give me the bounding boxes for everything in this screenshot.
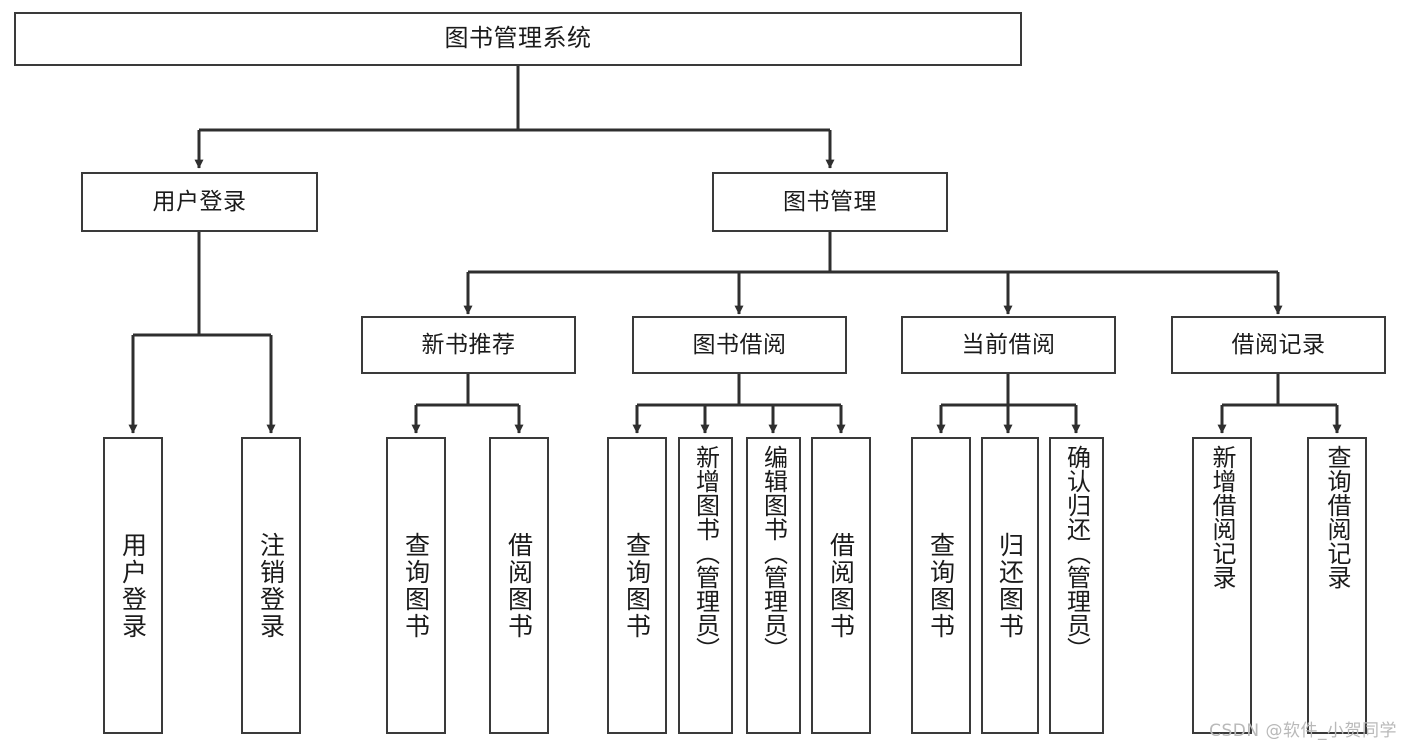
node-leaf-borrow-book-2[interactable]: 借阅图书: [811, 437, 871, 734]
node-borrow-record[interactable]: 借阅记录: [1171, 316, 1386, 374]
node-leaf-query-book-2[interactable]: 查询图书: [607, 437, 667, 734]
node-leaf-add-book[interactable]: 新增图书（管理员）: [678, 437, 733, 734]
node-leaf-query-record[interactable]: 查询借阅记录: [1307, 437, 1367, 734]
node-leaf-borrow-book-1-label: 借阅图书: [504, 531, 534, 640]
node-current-borrow[interactable]: 当前借阅: [901, 316, 1116, 374]
node-leaf-query-record-label: 查询借阅记录: [1323, 445, 1351, 589]
node-leaf-user-logout[interactable]: 注销登录: [241, 437, 301, 734]
node-leaf-confirm-return[interactable]: 确认归还（管理员）: [1049, 437, 1104, 734]
node-current-borrow-label: 当前借阅: [961, 331, 1056, 358]
node-leaf-query-book-3-label: 查询图书: [926, 531, 956, 640]
node-leaf-return-book-label: 归还图书: [995, 531, 1025, 640]
node-leaf-query-book-3[interactable]: 查询图书: [911, 437, 971, 734]
node-leaf-query-book-1[interactable]: 查询图书: [386, 437, 446, 734]
node-leaf-add-record[interactable]: 新增借阅记录: [1192, 437, 1252, 734]
node-borrow-record-label: 借阅记录: [1231, 331, 1326, 358]
node-leaf-query-book-1-label: 查询图书: [401, 531, 431, 640]
node-leaf-query-book-2-label: 查询图书: [622, 531, 652, 640]
node-leaf-borrow-book-1[interactable]: 借阅图书: [489, 437, 549, 734]
node-leaf-add-record-label: 新增借阅记录: [1208, 445, 1236, 589]
node-leaf-add-book-label: 新增图书（管理员）: [691, 445, 720, 661]
node-book-manage-label: 图书管理: [783, 188, 877, 215]
watermark-text: CSDN @软件_小贺同学: [1209, 721, 1397, 741]
node-new-book-recommend-label: 新书推荐: [421, 331, 516, 358]
node-user-login-label: 用户登录: [152, 188, 247, 215]
node-new-book-recommend[interactable]: 新书推荐: [361, 316, 576, 374]
node-book-borrow-label: 图书借阅: [692, 331, 787, 358]
node-root-system-label: 图书管理系统: [444, 24, 592, 53]
node-user-login[interactable]: 用户登录: [81, 172, 318, 232]
node-leaf-edit-book-label: 编辑图书（管理员）: [759, 445, 788, 661]
node-leaf-return-book[interactable]: 归还图书: [981, 437, 1039, 734]
node-leaf-user-login[interactable]: 用户登录: [103, 437, 163, 734]
node-leaf-confirm-return-label: 确认归还（管理员）: [1062, 445, 1091, 661]
node-leaf-edit-book[interactable]: 编辑图书（管理员）: [746, 437, 801, 734]
node-root-system[interactable]: 图书管理系统: [14, 12, 1022, 66]
node-book-manage[interactable]: 图书管理: [712, 172, 948, 232]
node-book-borrow[interactable]: 图书借阅: [632, 316, 847, 374]
node-leaf-user-logout-label: 注销登录: [256, 531, 286, 640]
node-leaf-borrow-book-2-label: 借阅图书: [826, 531, 856, 640]
node-leaf-user-login-label: 用户登录: [118, 531, 148, 640]
